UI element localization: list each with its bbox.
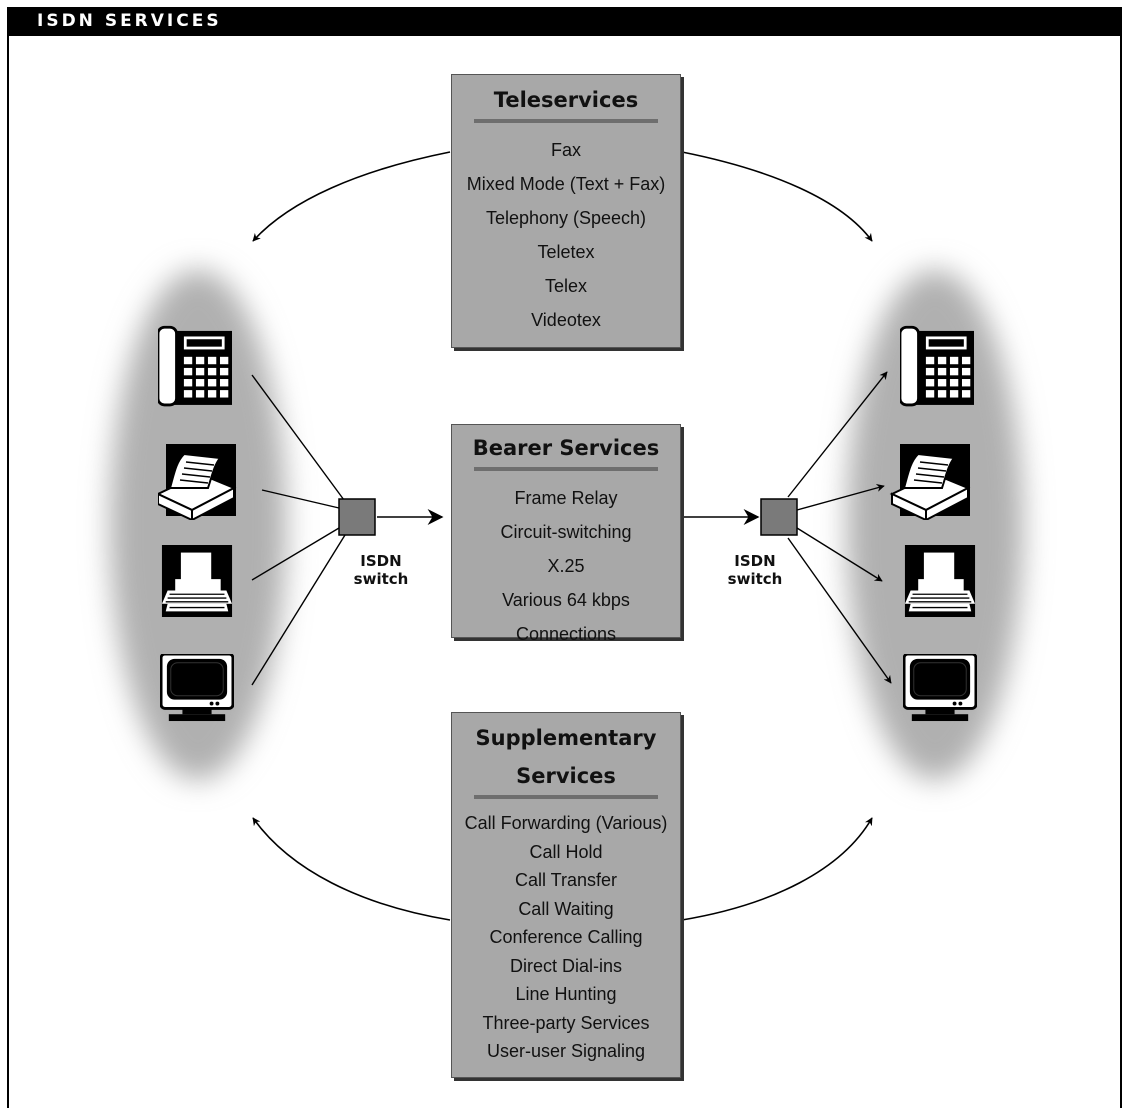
right-switch-label: ISDN switch: [715, 552, 795, 588]
supplementary-service-item: Call Hold: [529, 841, 603, 862]
teleservice-item: Fax: [550, 140, 581, 160]
right-switch-label-line2: switch: [727, 570, 783, 588]
bearer-service-item: Frame Relay: [514, 488, 618, 508]
bearer-service-item: Circuit-switching: [500, 522, 632, 542]
right-device-halo: [847, 270, 1023, 780]
supplementary-service-item: Conference Calling: [489, 927, 643, 947]
bearer-services-divider: [474, 467, 658, 471]
supplementary-services-box: Supplementary Services Call Forwarding (…: [451, 712, 681, 1078]
right-connections: [787, 371, 892, 684]
left-printer-icon: [161, 545, 233, 617]
left-switch-label-line2: switch: [353, 570, 409, 588]
header-bar: ISDN SERVICES: [7, 7, 1122, 36]
supplementary-service-item: Call Forwarding (Various): [464, 813, 668, 833]
page-title: ISDN SERVICES: [37, 11, 222, 31]
bearer-service-item: X.25: [547, 556, 585, 576]
bearer-service-item: Various 64 kbps Connections: [502, 590, 630, 644]
teleservices-divider: [474, 119, 658, 123]
teleservice-item: Teletex: [537, 242, 595, 262]
frame-border-left: [7, 36, 9, 1108]
supplementary-divider: [474, 795, 658, 799]
left-telephone-icon: [158, 325, 232, 407]
arc-arrow-top-right: [681, 151, 873, 242]
left-switch-label-line1: ISDN: [360, 552, 402, 570]
supplementary-service-item: User-user Signaling: [486, 1041, 646, 1061]
right-telephone-icon: [900, 325, 974, 407]
supplementary-service-item: Direct Dial-ins: [509, 955, 623, 976]
supplementary-service-item: Three-party Services: [482, 1012, 650, 1033]
bearer-services-box: Bearer Services Frame Relay Circuit-swit…: [451, 424, 681, 644]
supplementary-service-item: Line Hunting: [515, 984, 617, 1004]
bearer-services-title: Bearer Services: [472, 436, 660, 460]
left-isdn-switch: [338, 498, 376, 536]
teleservices-box: Teleservices Fax Mixed Mode (Text + Fax)…: [451, 74, 681, 348]
arc-arrow-top-left: [252, 151, 451, 242]
supplementary-title-line1: Supplementary: [475, 726, 657, 750]
right-isdn-switch: [760, 498, 798, 536]
teleservice-item: Mixed Mode (Text + Fax): [466, 174, 666, 194]
teleservices-title: Teleservices: [493, 88, 639, 112]
left-switch-label: ISDN switch: [341, 552, 421, 588]
teleservice-item: Telex: [544, 276, 588, 296]
teleservice-item: Telephony (Speech): [485, 208, 647, 228]
arc-arrow-bottom-left: [252, 817, 451, 921]
supplementary-service-item: Call Waiting: [518, 898, 614, 919]
frame-border-right: [1120, 36, 1122, 1108]
right-switch-label-line1: ISDN: [734, 552, 776, 570]
right-printer-icon: [904, 545, 976, 617]
teleservice-item: Videotex: [531, 310, 601, 330]
right-fax-icon: [890, 444, 972, 520]
left-connections: [251, 374, 346, 686]
left-device-halo: [110, 270, 286, 780]
arc-arrow-bottom-right: [681, 817, 873, 921]
supplementary-service-item: Call Transfer: [514, 870, 618, 890]
left-fax-icon: [158, 444, 237, 520]
supplementary-title-line2: Services: [516, 764, 616, 788]
